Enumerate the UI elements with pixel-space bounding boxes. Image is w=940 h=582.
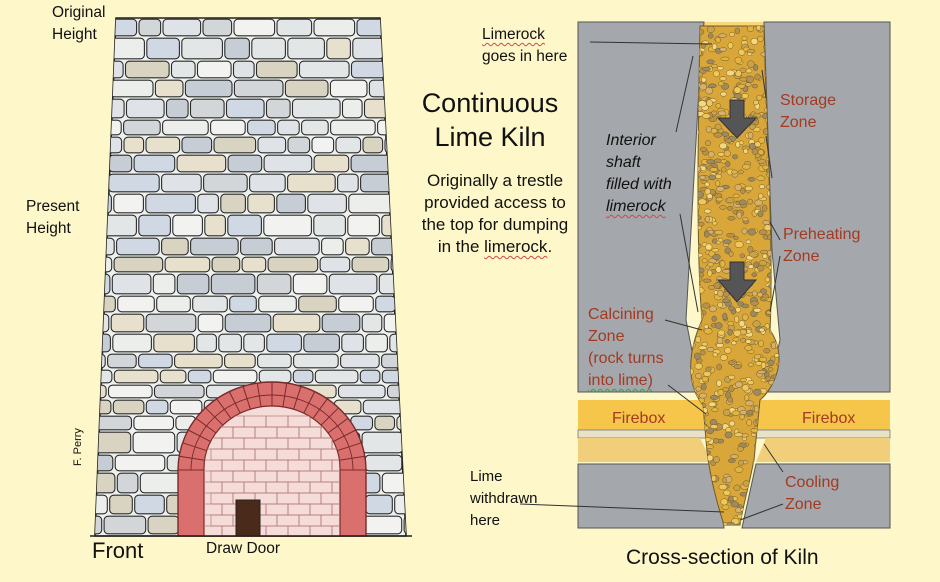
original-height-label: Original Height	[52, 4, 106, 43]
lime-withdrawn-label: Lime withdrawn here	[470, 468, 538, 529]
front-label: Front	[92, 538, 144, 563]
lower-left-wall	[577, 463, 725, 529]
interior-shaft-label: Interior shaft filled with limerock	[606, 132, 672, 215]
diagram-description: Originally a trestle provided access to …	[421, 171, 569, 256]
kiln-front-view	[90, 17, 412, 537]
lower-right-wall	[741, 463, 891, 529]
down-arrow-icon	[716, 99, 758, 139]
leader-lines	[519, 41, 784, 521]
present-height-label: Present Height	[26, 198, 80, 237]
down-arrow-icon	[716, 261, 758, 303]
storage-zone-label: Storage Zone	[780, 92, 837, 131]
draw-door-label: Draw Door	[206, 540, 281, 557]
left-wall	[577, 21, 705, 393]
firebox-left-label: Firebox	[612, 410, 666, 427]
calcining-zone-label: Calcining Zone (rock turns into lime)	[588, 306, 664, 389]
draw-door	[235, 499, 261, 537]
artist-signature: F. Perry	[72, 428, 84, 466]
cross-section-caption: Cross-section of Kiln	[626, 546, 819, 569]
kiln-cross-section	[519, 21, 891, 529]
limerock-in-label: Limerock goes in here	[482, 26, 568, 65]
cooling-zone-label: Cooling Zone	[785, 474, 840, 513]
firebox-right-label: Firebox	[802, 410, 856, 427]
right-wall	[763, 21, 891, 393]
brick-arch	[177, 381, 367, 537]
diagram-title: Continuous Lime Kiln	[421, 88, 559, 152]
preheating-zone-label: Preheating Zone	[783, 226, 861, 265]
